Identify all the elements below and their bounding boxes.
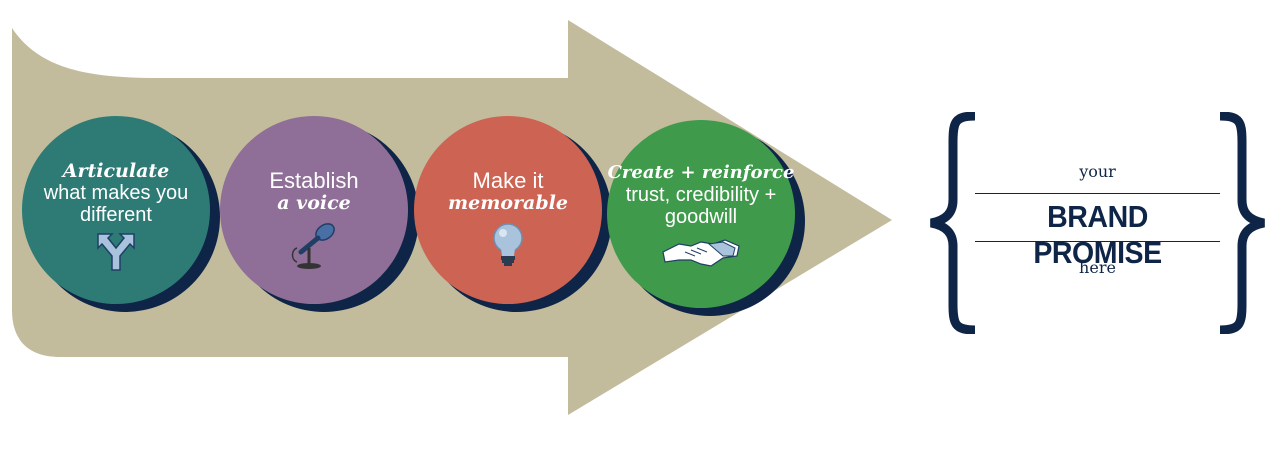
step-1-articulate: Articulate what makes you different: [22, 116, 210, 304]
step-2-emphasis: a voice: [277, 192, 351, 214]
step-3-text: Make it: [472, 168, 544, 193]
step-3-emphasis: memorable: [448, 192, 568, 214]
step-1-emphasis: Articulate: [62, 160, 170, 182]
step-2-voice: Establish a voice: [220, 116, 408, 304]
microphone-icon: [291, 223, 335, 269]
fork-arrows-icon: [97, 233, 135, 271]
promise-title: BRAND PROMISE: [1033, 199, 1162, 270]
promise-bottom-text: here: [1079, 258, 1116, 277]
lightbulb-icon: [493, 223, 523, 266]
step-4-emphasis: Create + reinforce: [607, 162, 795, 183]
promise-top-rule: [975, 193, 1220, 194]
handshake-icon: [662, 239, 740, 267]
right-brace-icon: [1219, 112, 1266, 334]
step-4-trust: Create + reinforce trust, credibility + …: [607, 120, 795, 308]
promise-bottom-rule: [975, 241, 1220, 242]
promise-top-text: your: [1079, 162, 1116, 181]
left-brace-icon: [929, 112, 976, 334]
step-3-memorable: Make it memorable: [414, 116, 602, 304]
step-1-text: what makes you different: [43, 182, 189, 226]
step-2-text: Establish: [269, 168, 359, 193]
brand-promise-block: your BRAND PROMISE here: [925, 112, 1270, 334]
step-4-text: trust, credibility + goodwill: [625, 184, 777, 228]
